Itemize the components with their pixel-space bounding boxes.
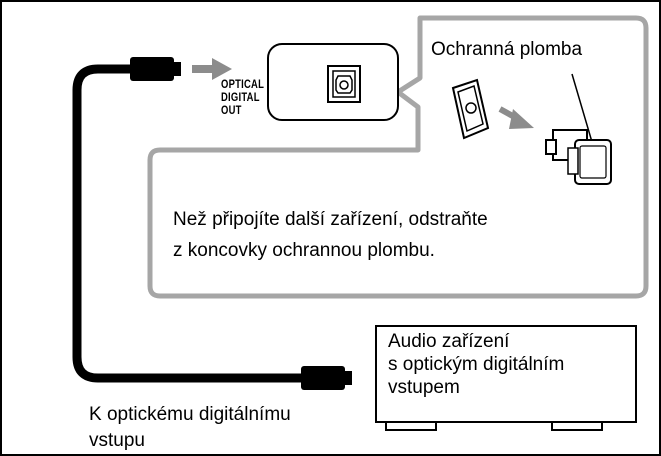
optical-cable (72, 64, 308, 383)
audio-device-label: Audio zařízení s optickým digitálním vst… (388, 330, 564, 399)
device-foot-left (385, 421, 437, 431)
optical-out-line-3: OUT (221, 105, 242, 117)
optical-out-label: OPTICAL DIGITAL OUT (221, 79, 264, 118)
instruction-note-line-1: Než připojíte další zařízení, odstraňte (173, 209, 488, 230)
audio-device-box (375, 325, 637, 423)
callout-jack-icon (451, 78, 490, 140)
optical-input-line-2: vstupu (89, 430, 145, 451)
optical-out-line-1: OPTICAL (221, 79, 265, 91)
connect-arrow-icon (192, 58, 232, 80)
seal-pointer-line (571, 73, 593, 143)
remove-arrow-icon (498, 106, 534, 129)
optical-out-line-2: DIGITAL (221, 92, 260, 104)
optical-jack-icon (327, 65, 361, 103)
top-cable-plug (130, 57, 181, 81)
protective-seal-icon (545, 129, 612, 185)
instruction-note: Než připojíte další zařízení, odstraňte … (173, 204, 488, 266)
instruction-note-line-2: z koncovky ochrannou plombu. (173, 240, 435, 261)
optical-input-label: K optickému digitálnímu vstupu (89, 402, 291, 454)
audio-device-line-1: Audio zařízení (388, 331, 510, 352)
bottom-cable-plug (301, 366, 352, 390)
device-foot-right (551, 421, 603, 431)
audio-device-line-2: s optickým digitálním (388, 354, 565, 375)
callout-bubble (147, 15, 649, 299)
protective-seal-label: Ochranná plomba (431, 39, 583, 60)
optical-input-line-1: K optickému digitálnímu (89, 404, 291, 425)
audio-device-line-3: vstupem (388, 377, 460, 398)
